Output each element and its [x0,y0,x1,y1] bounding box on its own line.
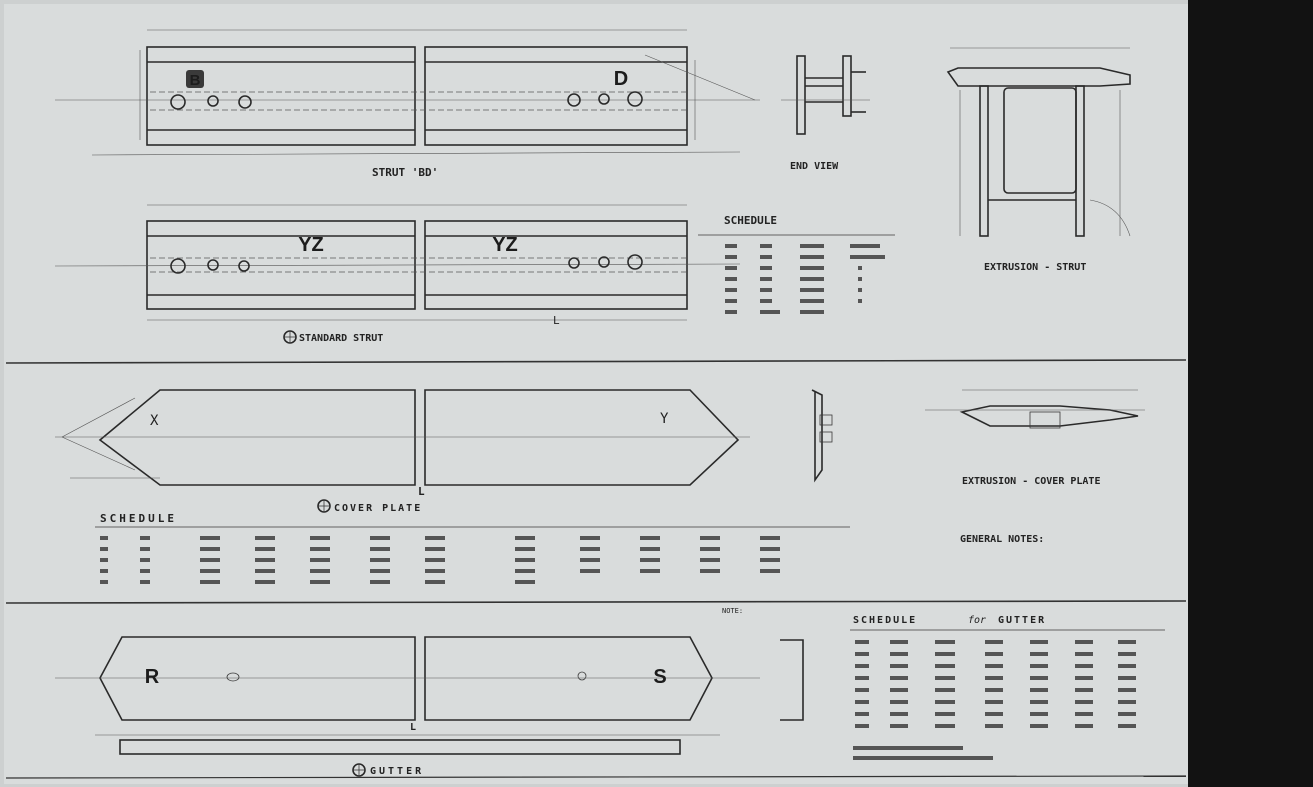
schedule-mid-table: SCHEDULE [95,512,850,584]
strut-bd-title: STRUT 'BD' [372,166,438,179]
gutter-drawing: R S L GUTTER NOTE: [55,607,804,777]
schedule-gutter-tail: GUTTER [998,615,1046,626]
letter-s: S [653,666,666,688]
letter-b-box [186,70,204,88]
paper-sheet [4,4,1188,784]
letter-yz-right: YZ [492,234,518,256]
dark-margin [1188,0,1313,787]
standard-strut-length-label: L [553,314,560,327]
letter-d: D [614,68,628,90]
gutter-title: GUTTER [370,766,424,777]
end-view-title: END VIEW [790,161,839,172]
schedule-gutter-table: SCHEDULE for GUTTER [850,615,1165,760]
bottom-edge [5,775,1187,779]
letter-x: X [150,413,159,429]
schedule-mid-title: SCHEDULE [100,512,177,525]
standard-strut-title: STANDARD STRUT [299,333,383,344]
cover-plate-length-label: L [418,485,425,498]
cover-plate-drawing: X Y L COVER PLATE [55,389,750,514]
letter-b: B [190,72,201,89]
schedule-gutter-title: SCHEDULE [853,615,917,626]
standard-strut-drawing: YZ YZ L STANDARD STRUT [54,204,741,344]
extrusion-strut-drawing: EXTRUSION - STRUT [946,47,1131,273]
general-notes-title: GENERAL NOTES: [960,534,1044,545]
cover-profile-drawing [811,389,833,483]
letter-r: R [145,666,160,688]
end-view-drawing: END VIEW [781,55,870,172]
gutter-length-label: L [410,722,416,733]
strut-bd-drawing: B D STRUT 'BD' [55,29,760,179]
section-divider-1 [5,359,1187,364]
extrusion-strut-title: EXTRUSION - STRUT [984,262,1086,273]
extrusion-cover-drawing: EXTRUSION - COVER PLATE GENERAL NOTES: [925,389,1145,545]
section-divider-2 [5,600,1187,604]
cover-plate-title: COVER PLATE [334,503,422,514]
schedule-gutter-subtitle: for [968,615,986,626]
gutter-note-label: NOTE: [722,607,743,615]
extrusion-cover-title: EXTRUSION - COVER PLATE [962,476,1100,487]
schedule-top-table: SCHEDULE [698,214,895,314]
schedule-top-title: SCHEDULE [724,214,777,227]
letter-yz-left: YZ [298,234,324,256]
letter-y: Y [660,411,669,427]
